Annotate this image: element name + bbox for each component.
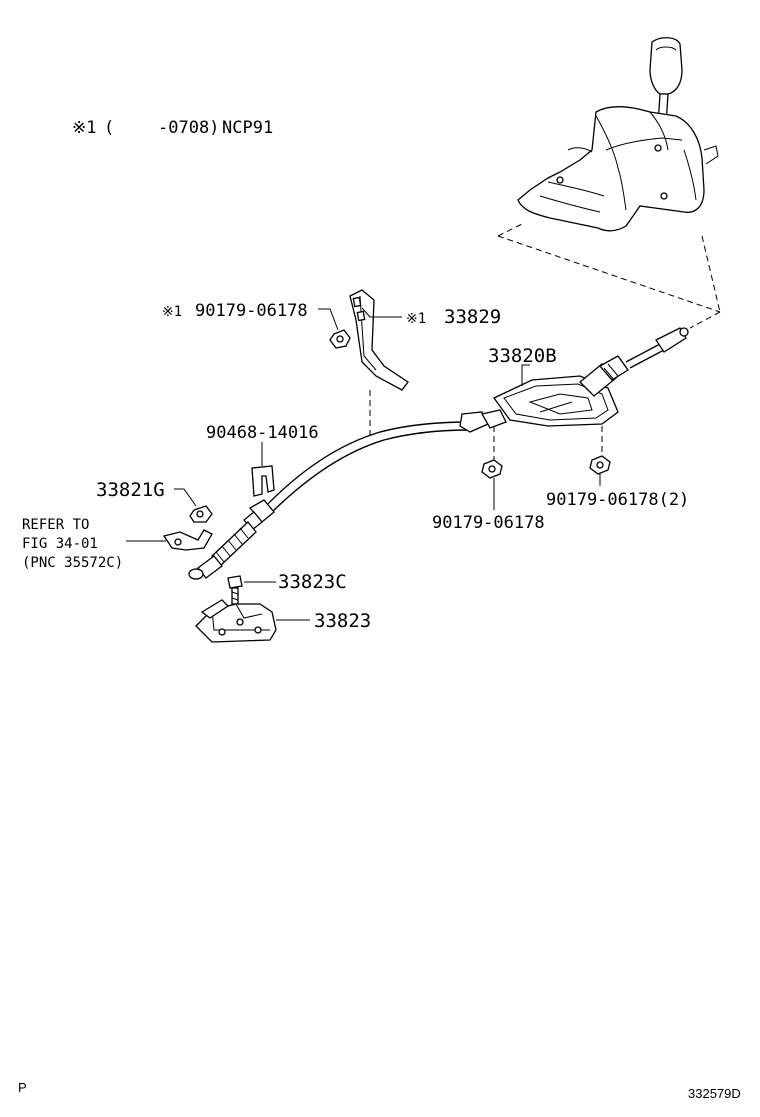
illustration-number: 332579D — [688, 1086, 741, 1101]
retainer-33821g — [189, 505, 213, 523]
shift-lever-assembly — [517, 37, 719, 232]
label-90179-06178-right: 90179-06178(2) — [546, 490, 689, 510]
note-range: -0708) — [158, 118, 219, 138]
note-mark: ※1 — [72, 118, 96, 138]
note-model: NCP91 — [222, 118, 273, 138]
cable-boot — [211, 521, 257, 567]
phantom-line-bottom — [497, 235, 721, 313]
phantom-line-to-cable — [689, 311, 721, 329]
label-33823: 33823 — [314, 610, 371, 632]
ref-bracket — [162, 529, 213, 551]
leader-bolt-top — [318, 308, 339, 331]
bracket-33823-drawing — [195, 599, 277, 643]
label-33829: 33829 — [444, 306, 501, 328]
mark-1: ※1 — [162, 304, 182, 320]
label-33823c: 33823C — [278, 571, 347, 593]
shift-cable-drawing — [188, 409, 507, 580]
label-refer-line2: FIG 34-01 — [22, 536, 98, 552]
leader-bracket — [361, 307, 402, 318]
clip-90468-14016 — [251, 465, 275, 497]
bolt-90179-06178-top — [329, 329, 351, 349]
label-refer-line3: (PNC 35572C) — [22, 555, 123, 571]
label-refer-line1: REFER TO — [22, 517, 89, 533]
leader-retainer — [174, 488, 197, 507]
applicability-note: ※1 ( -0708) NCP91 — [72, 118, 273, 138]
bolt-33823c — [227, 575, 243, 605]
label-90179-06178-top: 90179-06178 — [195, 301, 308, 321]
label-90468-14016: 90468-14016 — [206, 423, 319, 443]
cable-lever-end — [579, 327, 689, 397]
bracket-33829-drawing — [349, 289, 409, 391]
mark-2: ※1 — [406, 311, 426, 327]
phantom-line-left — [497, 223, 523, 237]
nut-90179-06178-center — [481, 459, 503, 479]
label-33821g: 33821G — [96, 479, 165, 501]
phantom-line-right — [701, 235, 721, 313]
label-90179-06178-center: 90179-06178 — [432, 513, 545, 533]
note-open-paren: ( — [104, 118, 114, 138]
nut-90179-06178-right — [589, 455, 611, 475]
label-33820b: 33820B — [488, 345, 557, 367]
corner-code-left: P — [18, 1080, 27, 1095]
leader-cable-assy — [521, 364, 530, 386]
